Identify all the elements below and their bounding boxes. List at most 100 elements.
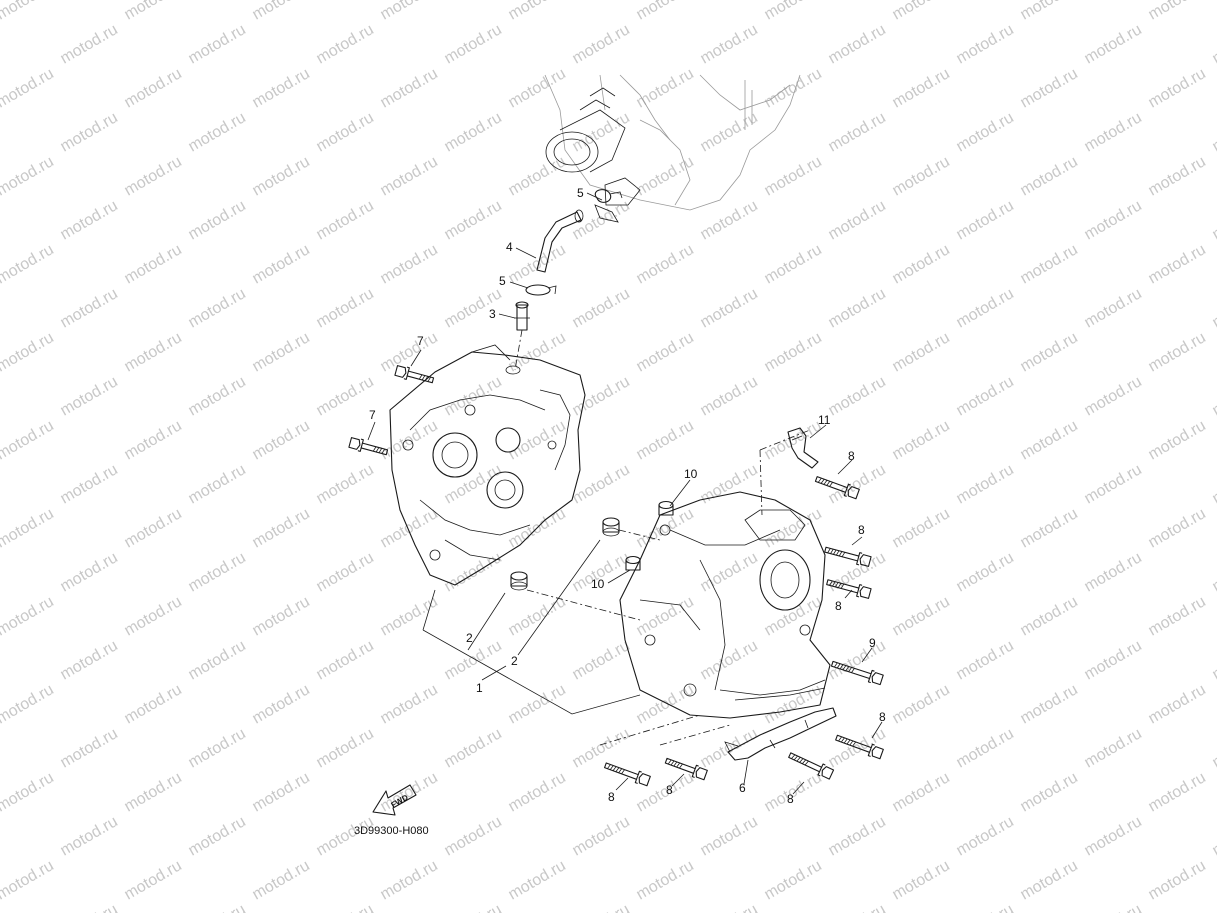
watermark-text: motod.ru — [0, 505, 57, 551]
watermark-text: motod.ru — [762, 593, 825, 639]
watermark-text: motod.ru — [570, 901, 633, 913]
bolt-8-c — [826, 579, 872, 599]
bolt-8-e — [604, 762, 651, 787]
watermark-text: motod.ru — [1018, 505, 1081, 551]
watermark-text: motod.ru — [634, 417, 697, 463]
watermark-text: motod.ru — [570, 725, 633, 771]
callout-11: 11 — [818, 413, 831, 427]
watermark-text: motod.ru — [186, 637, 249, 683]
diagram-code: 3D99300-H080 — [354, 825, 429, 837]
watermark-text: motod.ru — [954, 197, 1017, 243]
watermark-text: motod.ru — [1082, 637, 1145, 683]
watermark-text: motod.ru — [762, 65, 825, 111]
watermark-text: motod.ru — [506, 329, 569, 375]
bolt-8-b — [824, 546, 872, 567]
watermark-text: motod.ru — [634, 505, 697, 551]
watermark-text: motod.ru — [890, 0, 953, 23]
watermark-text: motod.ru — [314, 725, 377, 771]
watermark-text: motod.ru — [954, 373, 1017, 419]
watermark-text: motod.ru — [442, 373, 505, 419]
watermark-text: motod.ru — [250, 769, 313, 815]
watermark-text: motod.ru — [506, 417, 569, 463]
watermark-text: motod.ru — [826, 373, 889, 419]
watermark-text: motod.ru — [698, 901, 761, 913]
bolt-layer — [348, 365, 884, 787]
watermark-text: motod.ru — [0, 153, 57, 199]
watermark-text: motod.ru — [442, 637, 505, 683]
callout-2-right: 2 — [511, 654, 518, 668]
callout-8-e: 8 — [608, 790, 615, 804]
watermark-text: motod.ru — [506, 241, 569, 287]
watermark-text: motod.ru — [890, 241, 953, 287]
dowel-pin-d — [625, 555, 641, 571]
watermark-text: motod.ru — [1082, 813, 1145, 859]
callout-8-a: 8 — [848, 449, 855, 463]
watermark-text: motod.ru — [58, 21, 121, 67]
watermark-text: motod.ru — [186, 109, 249, 155]
watermark-text: motod.ru — [1082, 109, 1145, 155]
watermark-text: motod.ru — [570, 373, 633, 419]
watermark-text: motod.ru — [314, 285, 377, 331]
watermark-text: motod.ru — [314, 21, 377, 67]
watermark-text: motod.ru — [1210, 549, 1217, 595]
watermark-text: motod.ru — [442, 901, 505, 913]
watermark-text: motod.ru — [570, 813, 633, 859]
watermark-text: motod.ru — [186, 21, 249, 67]
watermark-text: motod.ru — [378, 681, 441, 727]
watermark-text: motod.ru — [890, 593, 953, 639]
watermark-text: motod.ru — [1210, 461, 1217, 507]
watermark-text: motod.ru — [314, 549, 377, 595]
watermark-text: motod.ru — [698, 549, 761, 595]
watermark-text: motod.ru — [122, 153, 185, 199]
watermark-text: motod.ru — [634, 329, 697, 375]
callout-10-upper: 10 — [684, 467, 698, 481]
watermark-text: motod.ru — [1210, 109, 1217, 155]
watermark-text: motod.ru — [1018, 593, 1081, 639]
watermark-text: motod.ru — [1146, 593, 1209, 639]
watermark-text: motod.ru — [698, 813, 761, 859]
watermark-text: motod.ru — [122, 593, 185, 639]
watermark-text: motod.ru — [250, 65, 313, 111]
watermark-text: motod.ru — [762, 0, 825, 23]
watermark-text: motod.ru — [1018, 0, 1081, 23]
watermark-text: motod.ru — [250, 0, 313, 23]
watermark-text: motod.ru — [186, 373, 249, 419]
bolt-8-g — [788, 752, 835, 780]
bolt-7-upper — [394, 365, 435, 384]
watermark-text: motod.ru — [1082, 285, 1145, 331]
watermark-text: motod.ru — [186, 197, 249, 243]
watermark-text: motod.ru — [954, 21, 1017, 67]
watermark-text: motod.ru — [698, 373, 761, 419]
watermark-text: motod.ru — [570, 461, 633, 507]
watermark-text: motod.ru — [1146, 769, 1209, 815]
watermark-text: motod.ru — [58, 373, 121, 419]
watermark-text: motod.ru — [1146, 417, 1209, 463]
watermark-text: motod.ru — [1082, 197, 1145, 243]
watermark-text: motod.ru — [378, 857, 441, 903]
watermark-text: motod.ru — [0, 593, 57, 639]
watermark-text: motod.ru — [634, 153, 697, 199]
watermark-text: motod.ru — [122, 329, 185, 375]
watermark-text: motod.ru — [250, 241, 313, 287]
watermark-text: motod.ru — [186, 461, 249, 507]
watermark-text: motod.ru — [634, 857, 697, 903]
bolt-7-lower — [348, 437, 389, 456]
watermark-text: motod.ru — [1082, 461, 1145, 507]
watermark-text: motod.ru — [698, 637, 761, 683]
bolt-8-f — [664, 757, 708, 781]
watermark-text: motod.ru — [762, 857, 825, 903]
watermark-text: motod.ru — [1146, 241, 1209, 287]
watermark-text: motod.ru — [314, 197, 377, 243]
watermark-text: motod.ru — [378, 593, 441, 639]
watermark-text: motod.ru — [378, 505, 441, 551]
watermark-text: motod.ru — [826, 285, 889, 331]
watermark-text: motod.ru — [378, 153, 441, 199]
watermark-text: motod.ru — [1210, 637, 1217, 683]
watermark-text: motod.ru — [1018, 417, 1081, 463]
watermark-text: motod.ru — [1018, 65, 1081, 111]
watermark-text: motod.ru — [890, 329, 953, 375]
watermark-text: motod.ru — [378, 0, 441, 23]
watermark-text: motod.ru — [1082, 725, 1145, 771]
callout-10-lower: 10 — [591, 577, 605, 591]
